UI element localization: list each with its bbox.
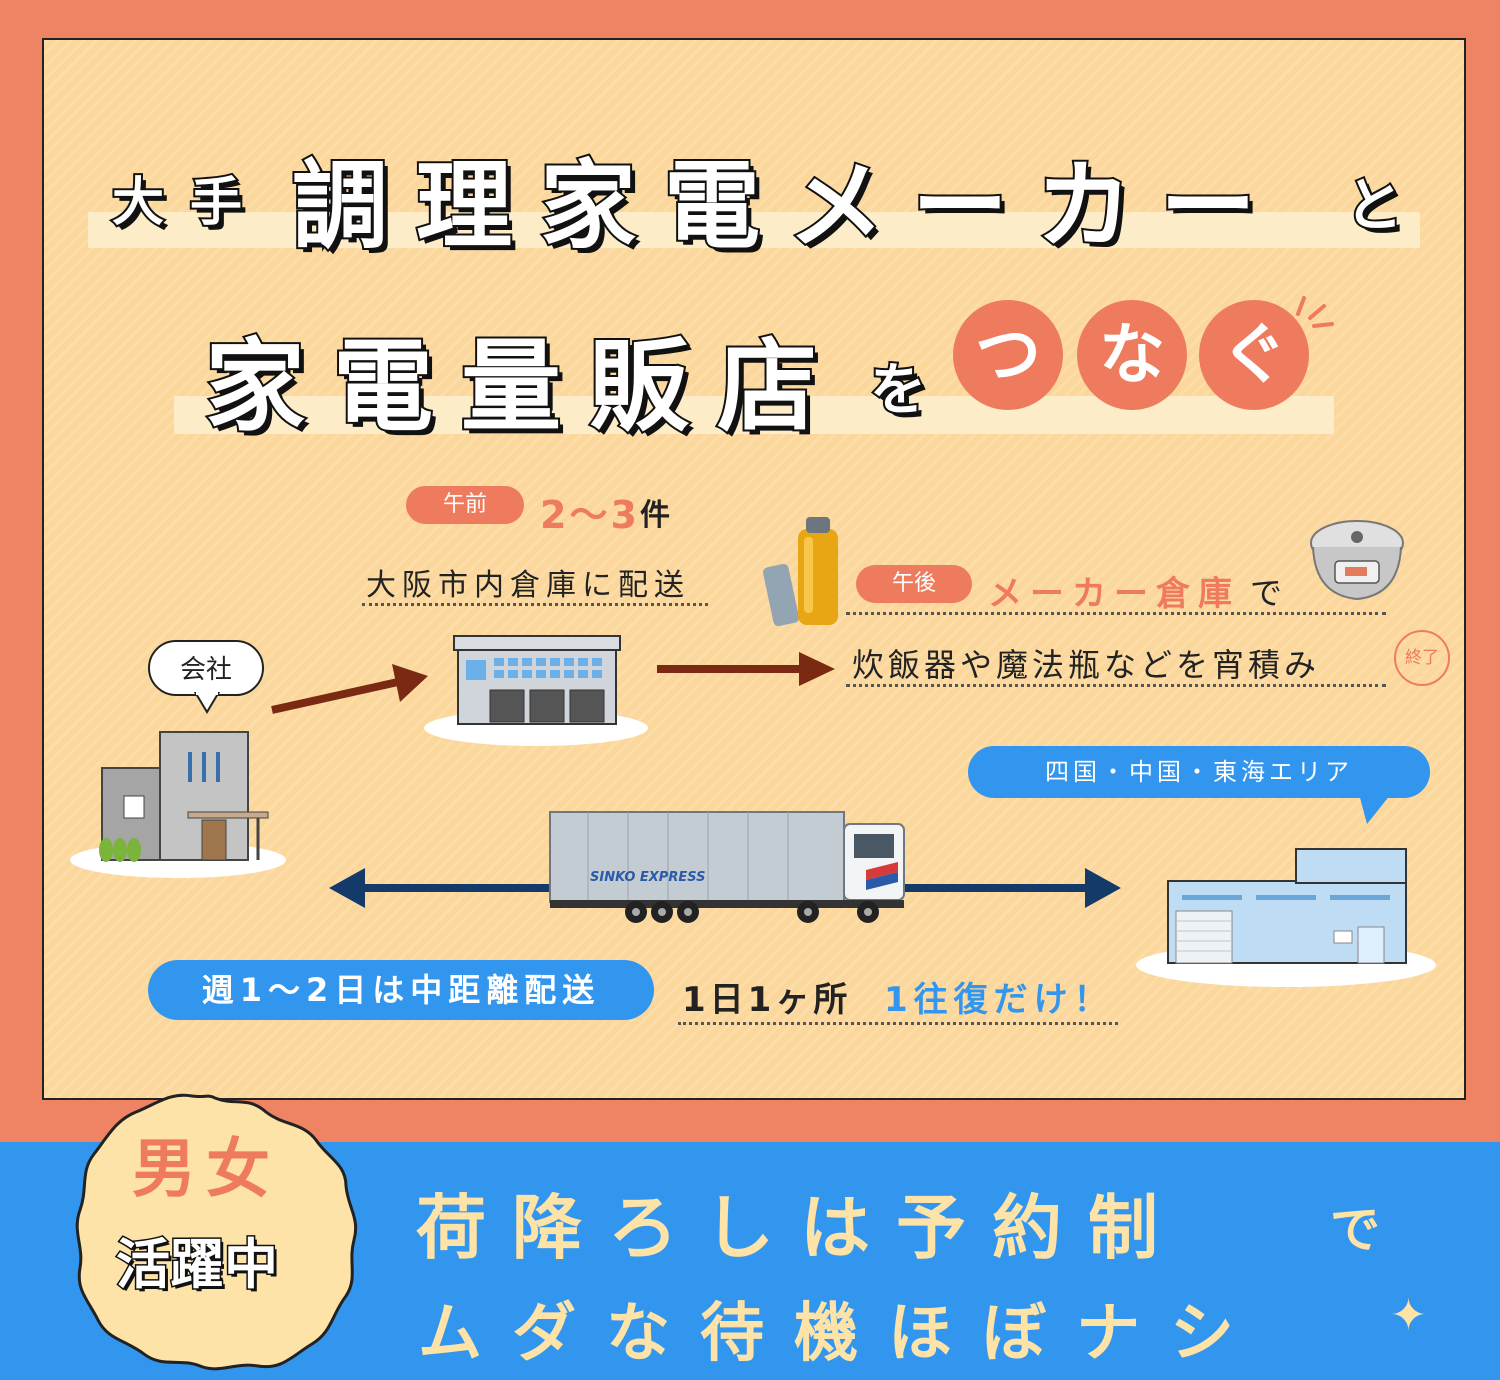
badge-background-icon xyxy=(75,1093,358,1371)
afternoon-underline-2 xyxy=(846,684,1386,687)
truck-logo: SINKO EXPRESS xyxy=(590,870,706,885)
emphasis-marks-icon xyxy=(1296,296,1334,328)
afternoon-particle: で xyxy=(1250,574,1283,612)
area-bubble: 四国・中国・東海エリア xyxy=(968,746,1430,798)
title-small-2: 手 xyxy=(188,171,244,235)
end-stamp: 終了 xyxy=(1394,630,1450,686)
title-small-1: 大 xyxy=(110,171,166,235)
title-line1: 調理家電メーカー xyxy=(290,148,1284,264)
arrow-to-maker-icon xyxy=(657,652,835,686)
company-building-icon xyxy=(70,731,286,878)
bottom-line1: 荷降ろしは予約制 xyxy=(416,1187,1184,1269)
area-bubble-tail-icon xyxy=(1359,794,1391,824)
trip-highlight: 1往復だけ！ xyxy=(884,980,1114,1020)
truck-icon xyxy=(549,811,905,923)
title-line2: 家電量販店 xyxy=(203,326,845,447)
title-line2-particle: を xyxy=(868,356,928,425)
thermos-bottles-icon xyxy=(762,517,838,627)
rice-cooker-icon xyxy=(1310,520,1404,601)
bottom-line1-tail: で xyxy=(1330,1201,1380,1259)
morning-underline xyxy=(362,603,708,606)
afternoon-underline-1 xyxy=(846,612,1386,615)
badge-char-female: 女 xyxy=(206,1133,270,1207)
morning-count-unit: 件 xyxy=(640,498,670,533)
afternoon-badge: 午後 xyxy=(856,565,972,603)
afternoon-desc: 炊飯器や魔法瓶などを宵積み xyxy=(852,646,1321,684)
title-highlight-1 xyxy=(88,212,1420,248)
badge-line2: 活躍中 xyxy=(115,1232,280,1298)
company-bubble: 会社 xyxy=(148,640,264,696)
morning-badge: 午前 xyxy=(406,486,524,524)
circle-char-1: つ xyxy=(953,300,1063,410)
weekly-pill: 週1～2日は中距離配送 xyxy=(148,960,654,1020)
sparkle-icon: ✦ xyxy=(1390,1290,1427,1341)
osaka-warehouse-icon xyxy=(424,635,648,746)
destination-warehouse-icon xyxy=(1136,848,1436,987)
circle-char-2: な xyxy=(1077,300,1187,410)
arrow-to-warehouse-icon xyxy=(271,664,428,714)
circle-char-3: ぐ xyxy=(1199,300,1309,410)
title-line1-tail: と xyxy=(1343,169,1405,241)
company-bubble-tail-icon xyxy=(193,692,221,714)
trip-underline xyxy=(678,1022,1118,1025)
badge-char-male: 男 xyxy=(132,1133,196,1207)
morning-desc: 大阪市内倉庫に配送 xyxy=(366,568,690,603)
morning-count: 2～3 xyxy=(540,493,640,537)
afternoon-place: メーカー倉庫 xyxy=(988,574,1240,614)
trip-text: 1日1ヶ所 xyxy=(682,980,852,1020)
bottom-line2: ムダな待機ほぼナシ xyxy=(418,1297,1264,1371)
